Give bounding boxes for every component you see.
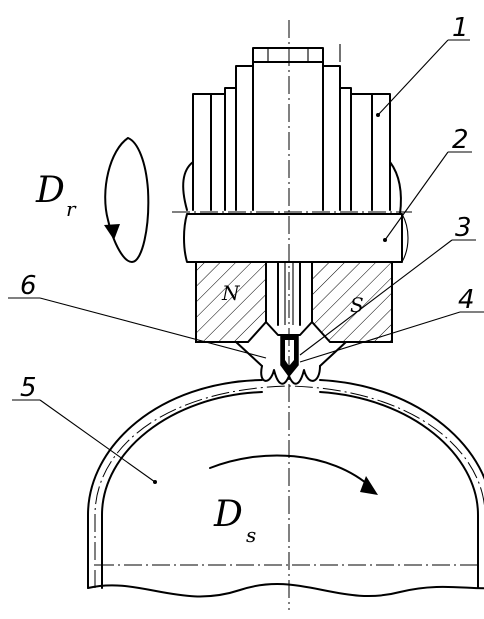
motion-label-workpiece: D s: [213, 494, 256, 547]
motion-workpiece-sub: s: [246, 523, 256, 547]
motion-tool-sub: r: [66, 197, 77, 221]
label-part-6: 6: [20, 271, 37, 301]
leader-lines: [8, 39, 484, 484]
label-part-5: 5: [20, 373, 37, 403]
motion-tool-main: D: [35, 170, 65, 211]
electrode-tip: [260, 334, 321, 385]
center-lines: [96, 20, 480, 610]
label-part-1: 1: [452, 13, 469, 43]
magnet-section: [195, 261, 393, 367]
workpiece: [87, 379, 484, 598]
collar: [183, 213, 409, 263]
motion-label-tool: D r: [35, 170, 77, 221]
pole-south-label: S: [350, 293, 364, 317]
rotation-arrow-workpiece: [209, 454, 378, 495]
motion-workpiece-main: D: [213, 494, 243, 535]
label-part-3: 3: [455, 213, 472, 243]
rotation-arrow-tool: [104, 137, 150, 263]
label-part-4: 4: [458, 285, 475, 315]
label-part-2: 2: [452, 125, 469, 155]
tool-head: [182, 44, 402, 215]
pole-north-label: N: [221, 281, 241, 305]
